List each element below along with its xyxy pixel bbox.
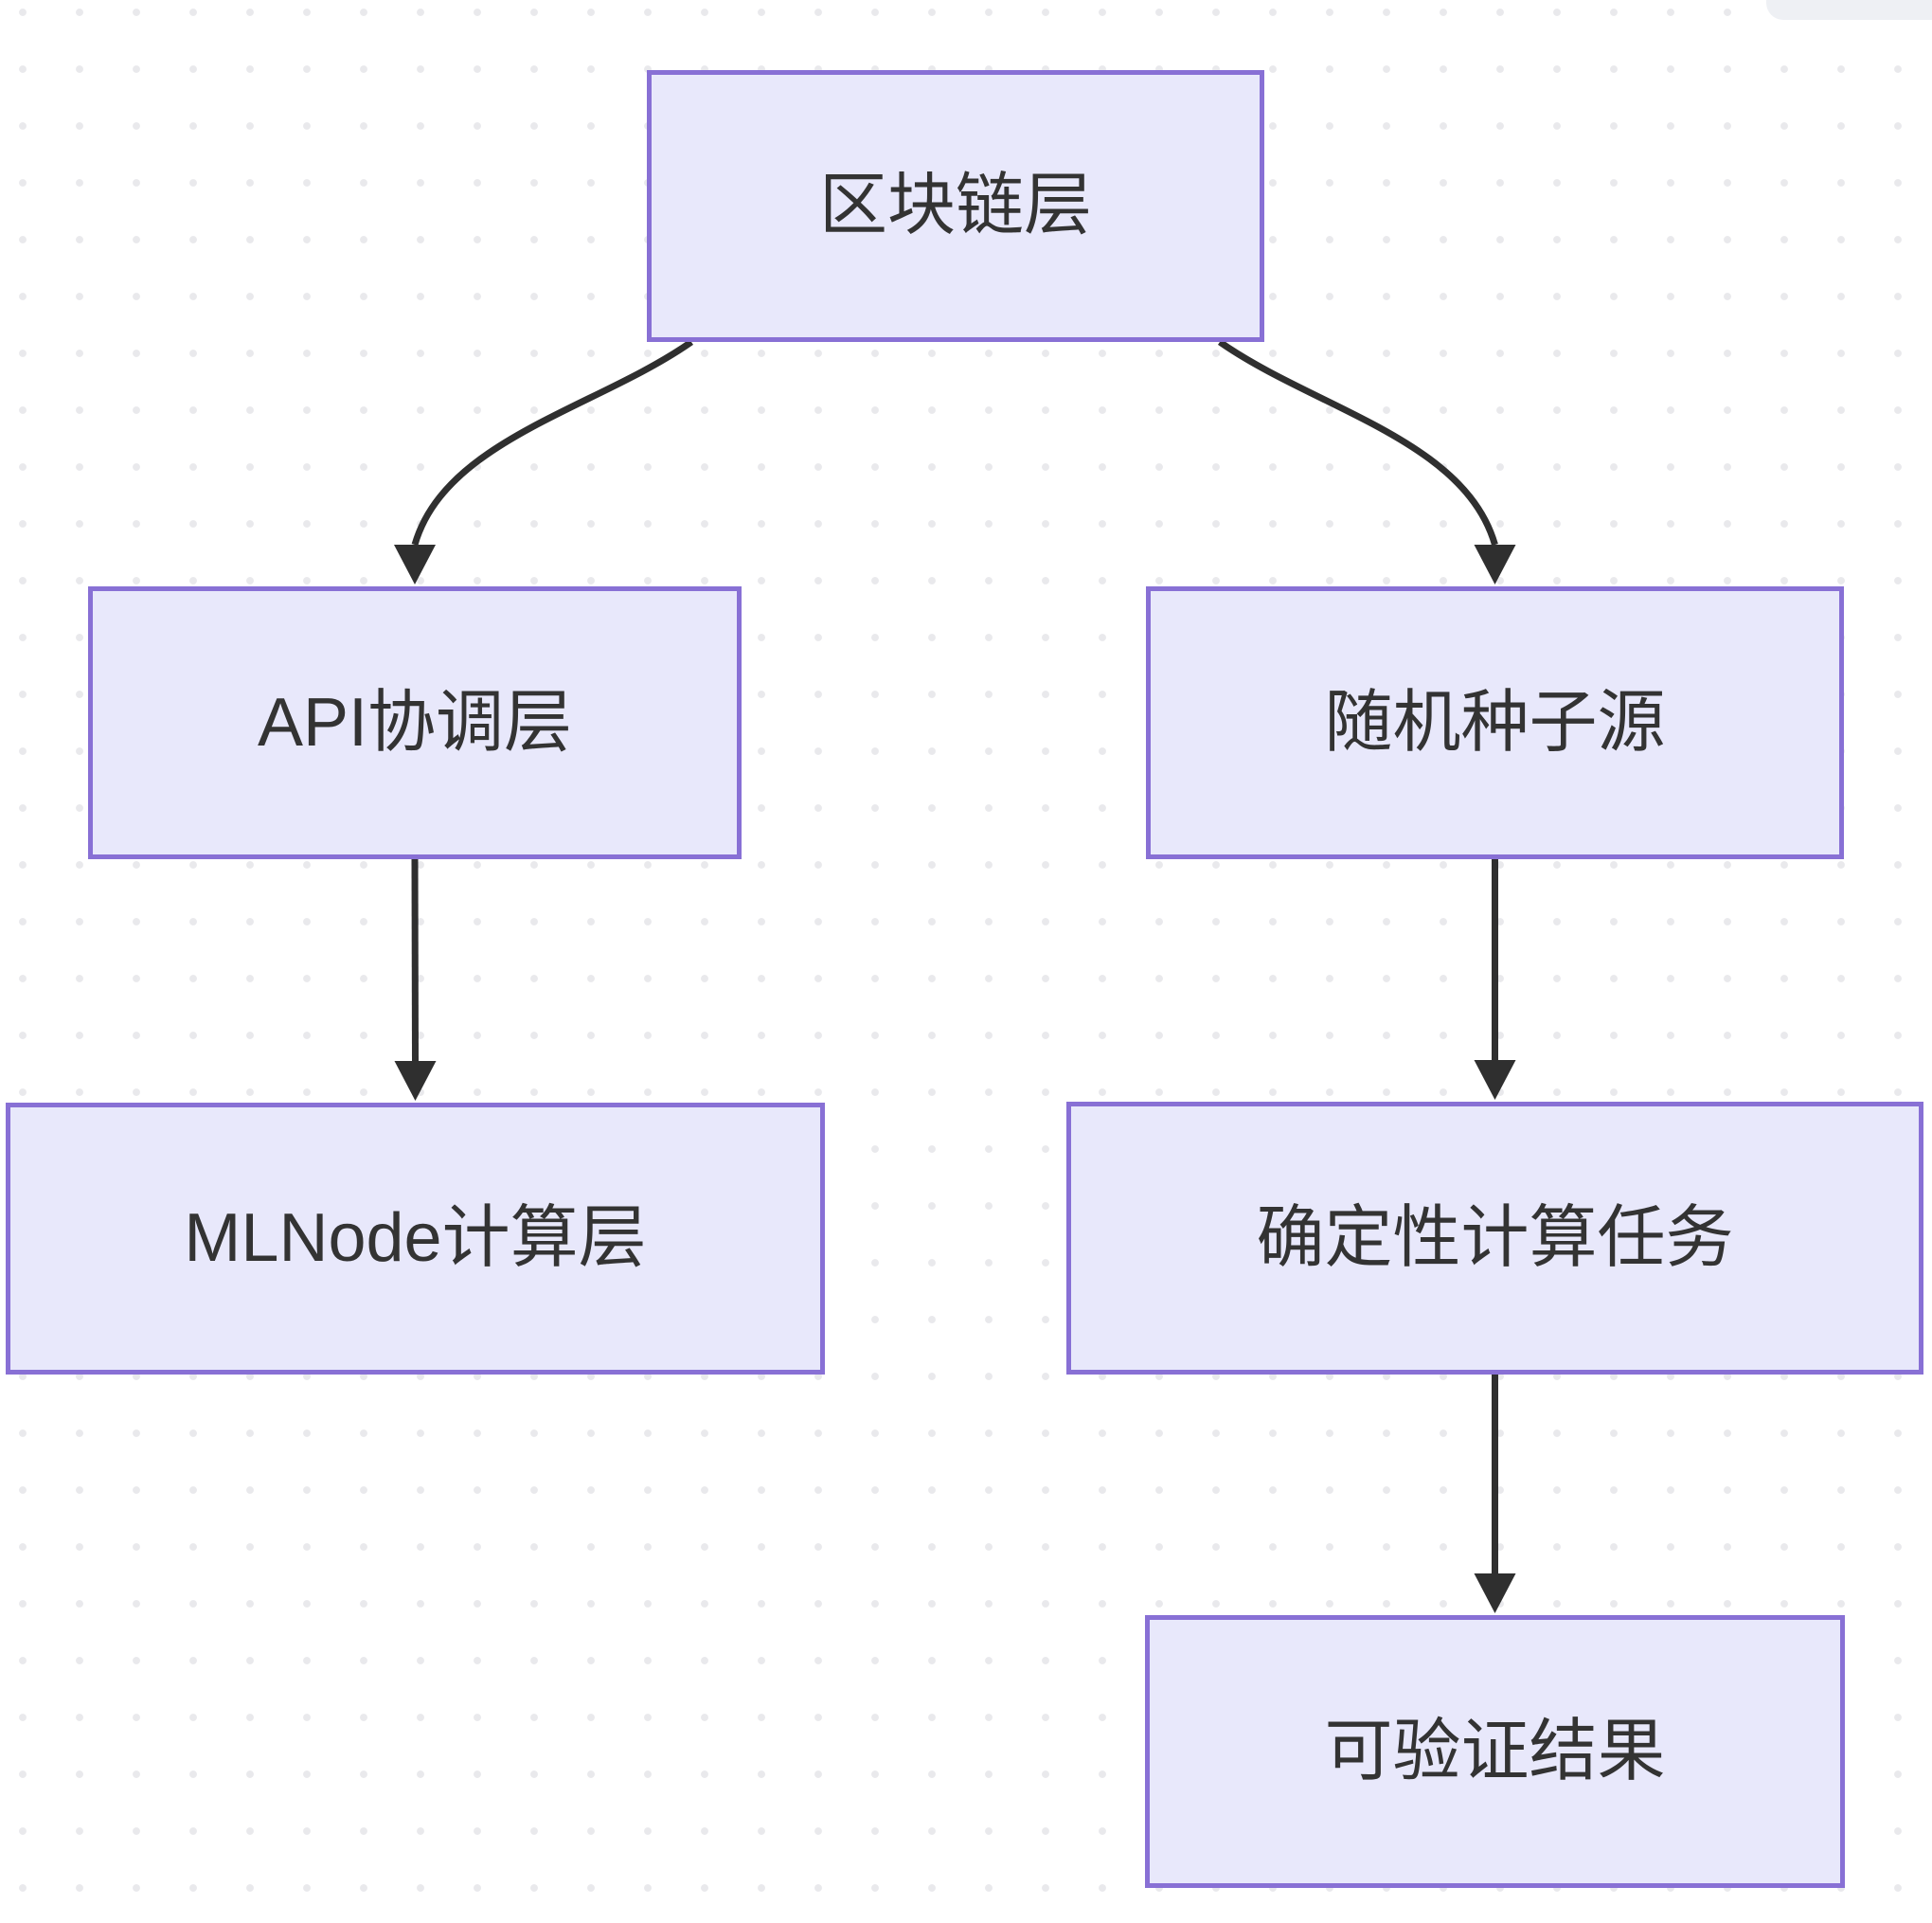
edge-blockchain-seed [1217, 339, 1498, 546]
node-mlnode[interactable]: MLNode计算层 [6, 1103, 825, 1375]
edge-api-mlnode [411, 858, 419, 1062]
window-chrome-fragment [1766, 0, 1932, 20]
node-api[interactable]: API协调层 [88, 586, 742, 859]
node-label-mlnode: MLNode计算层 [184, 1200, 647, 1277]
node-blockchain[interactable]: 区块链层 [647, 70, 1264, 342]
node-deterministic[interactable]: 确定性计算任务 [1066, 1102, 1923, 1375]
node-verifiable[interactable]: 可验证结果 [1145, 1615, 1845, 1888]
node-label-deterministic: 确定性计算任务 [1256, 1199, 1734, 1276]
arrowhead-api-mlnode [394, 1061, 437, 1101]
arrowhead-blockchain-api [394, 545, 436, 584]
arrowhead-seed-deterministic [1474, 1060, 1516, 1100]
edge-blockchain-api [411, 339, 694, 546]
arrowhead-blockchain-seed [1474, 545, 1516, 584]
node-seed[interactable]: 随机种子源 [1146, 586, 1844, 859]
node-label-seed: 随机种子源 [1324, 684, 1666, 761]
node-label-verifiable: 可验证结果 [1324, 1713, 1666, 1789]
node-label-api: API协调层 [257, 684, 573, 761]
arrowhead-deterministic-verifiable [1474, 1573, 1516, 1613]
node-label-blockchain: 区块链层 [818, 168, 1092, 244]
